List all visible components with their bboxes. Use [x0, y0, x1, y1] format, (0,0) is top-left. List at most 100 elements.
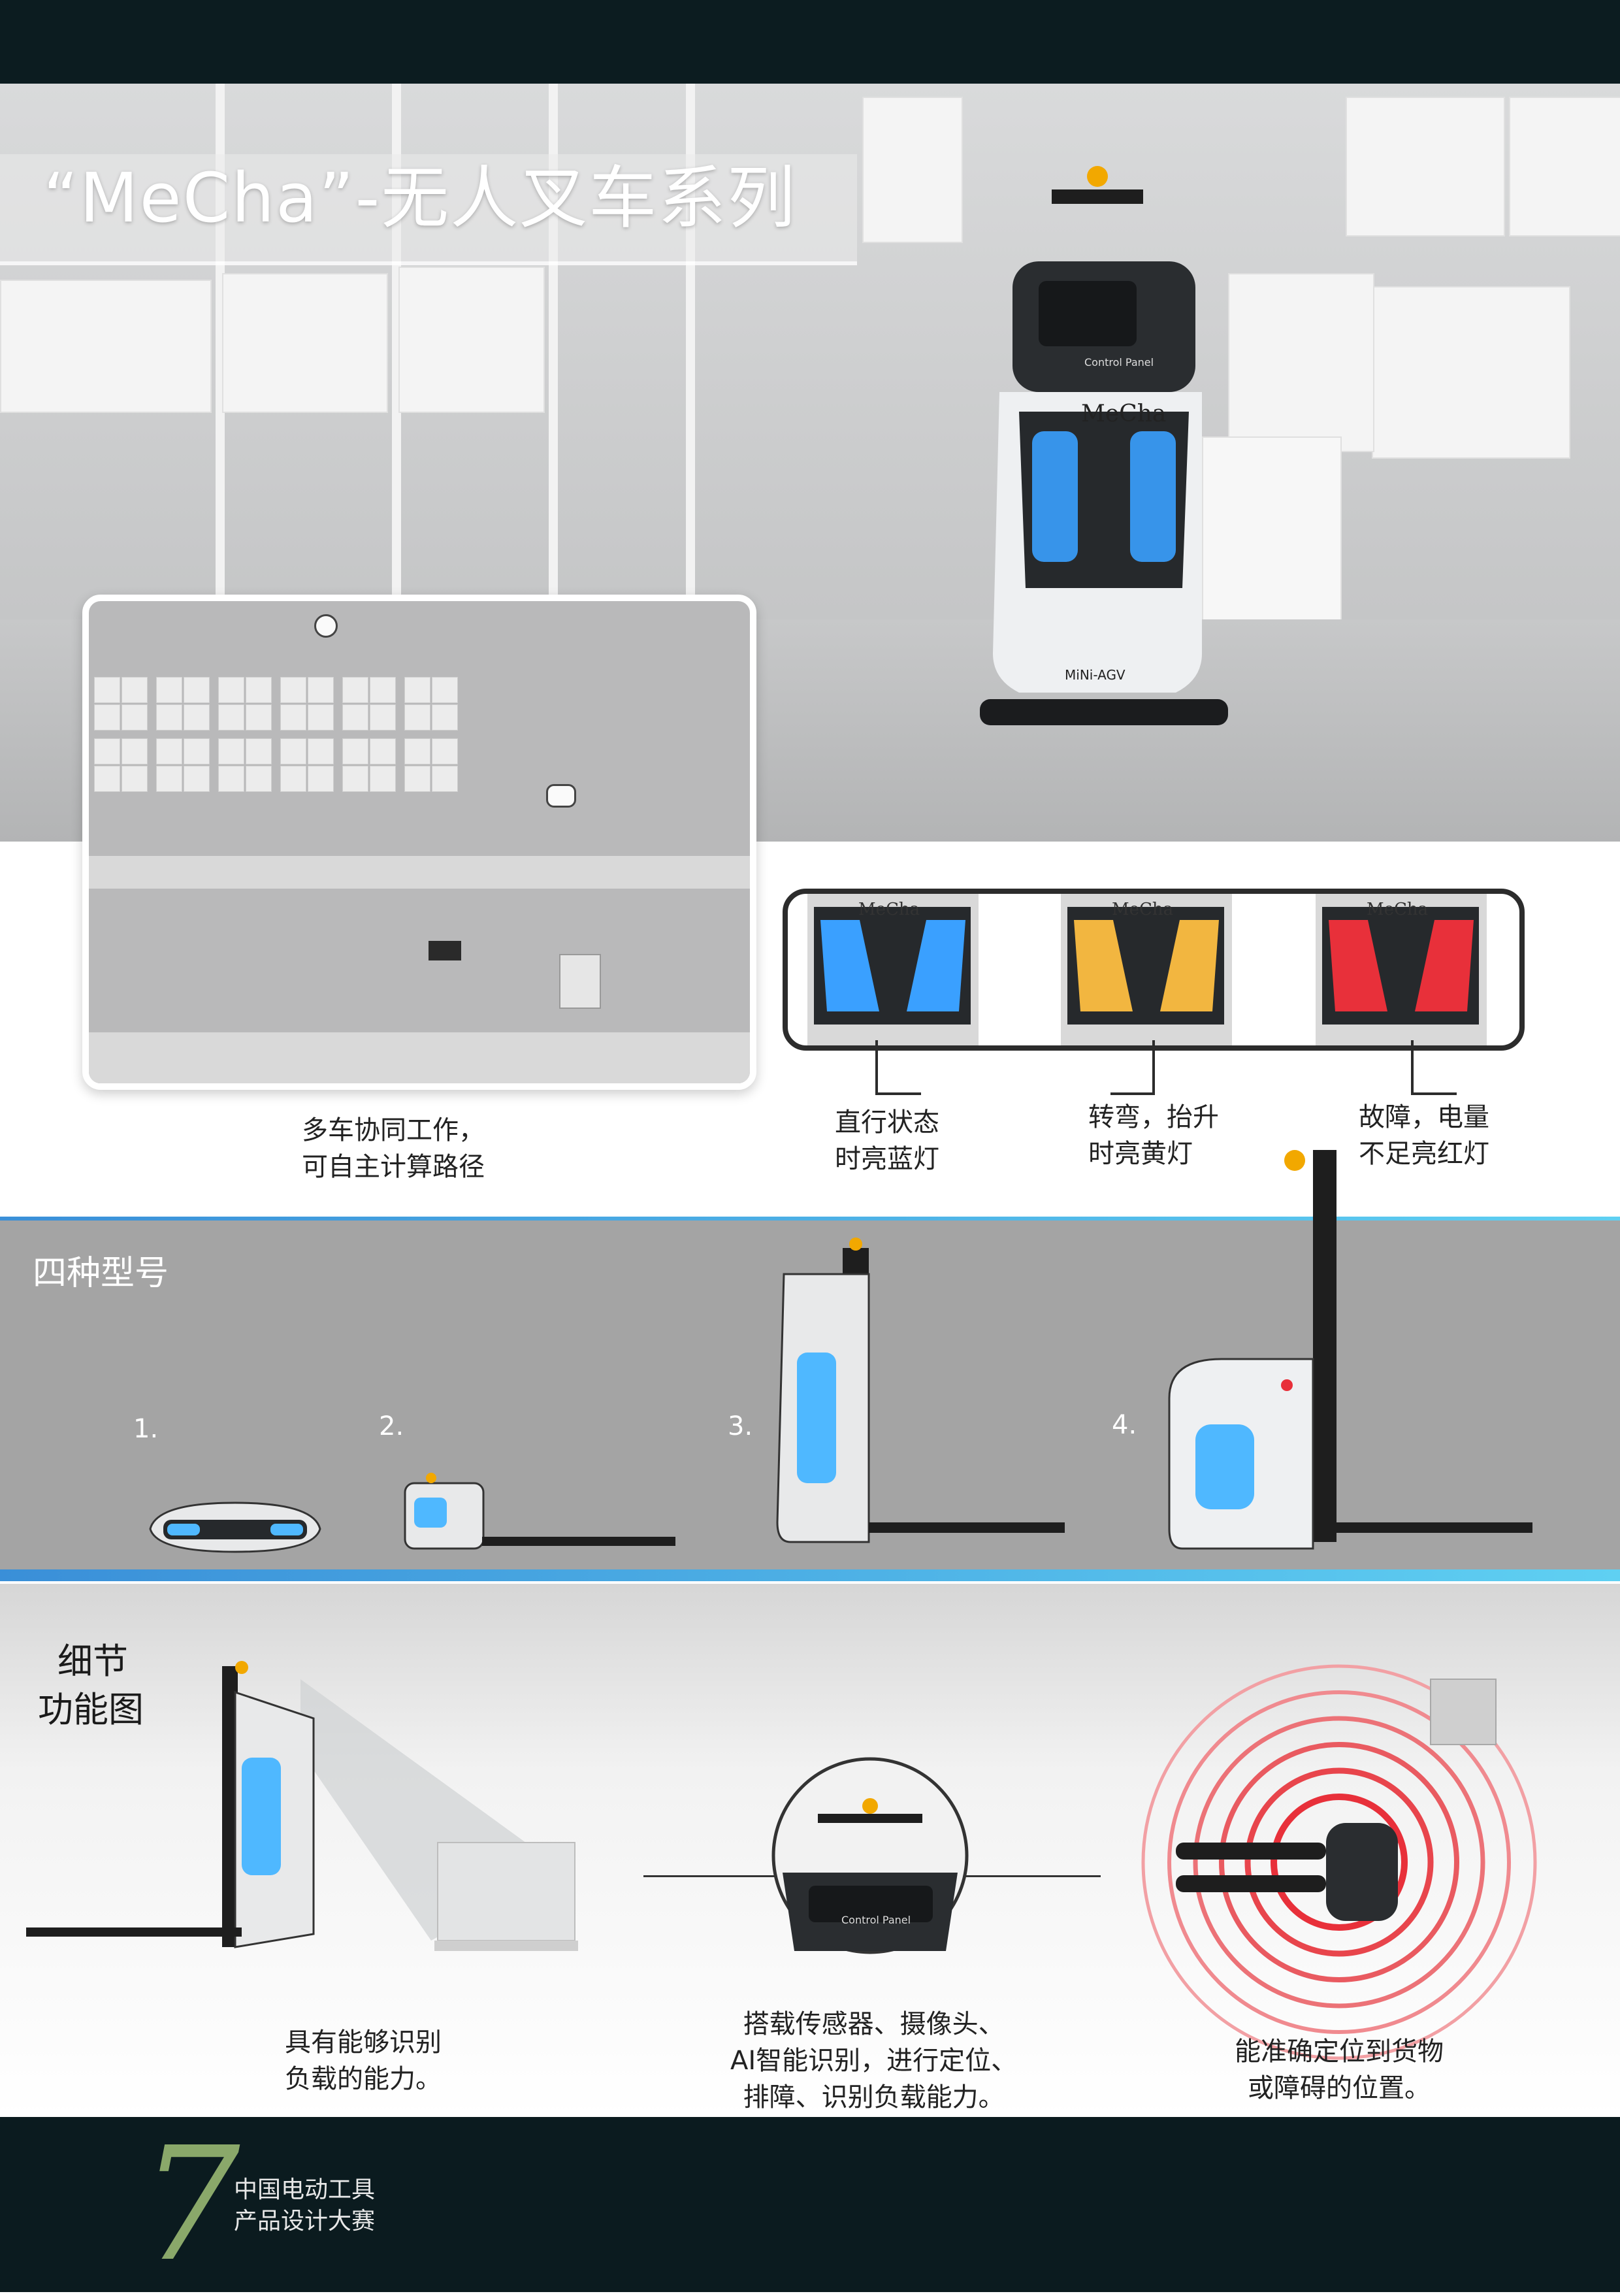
hero-model-label: MiNi-AGV [1065, 667, 1126, 683]
obstacle-box [1430, 1679, 1497, 1745]
map-storage-box [308, 738, 334, 764]
detail-title-line: 细节 [57, 1641, 128, 1682]
title-rule [0, 261, 857, 265]
map-storage-box [404, 766, 430, 792]
map-storage-box [246, 766, 272, 792]
map-storage-box [246, 738, 272, 764]
radar-positioning-image [1141, 1664, 1537, 2060]
map-storage-box [94, 677, 120, 703]
light-caption-red: 故障，电量 不足亮红灯 [1359, 1099, 1489, 1172]
map-storage-box [94, 704, 120, 730]
map-storage-box [370, 738, 396, 764]
cargo-box [862, 97, 963, 243]
leader-line [875, 1040, 878, 1095]
detail-title-line: 功能图 [38, 1689, 144, 1730]
light-brand-text: MeCha [1367, 900, 1428, 919]
detail-caption-line: 搭载传感器、摄像头、 [743, 2009, 1005, 2039]
map-storage-box [370, 766, 396, 792]
map-storage-box [280, 677, 306, 703]
light-brand-text: MeCha [858, 900, 920, 919]
cargo-box [1509, 97, 1620, 237]
light-card-blue: MeCha [807, 894, 979, 1045]
hero-agv-robot: Control Panel MeCha MiNi-AGV [980, 166, 1228, 725]
map-storage-box [156, 677, 182, 703]
map-storage-box [280, 738, 306, 764]
map-agv [546, 784, 576, 808]
light-caption-line: 不足亮红灯 [1359, 1139, 1489, 1169]
light-caption-line: 转弯，抬升 [1088, 1102, 1219, 1132]
leader-line [1411, 1040, 1414, 1095]
map-storage-box [370, 677, 396, 703]
camera-panel-label: Control Panel [841, 1914, 911, 1926]
light-caption-line: 时亮蓝灯 [835, 1144, 939, 1174]
cargo-box [0, 280, 212, 413]
cargo-box [222, 273, 388, 413]
overhead-map-image [82, 595, 756, 1090]
top-bar [0, 0, 1620, 84]
map-agv [314, 614, 338, 638]
cargo-box [1228, 273, 1374, 452]
map-storage-box [404, 704, 430, 730]
map-storage-box [404, 738, 430, 764]
models-title: 四种型号 [33, 1254, 169, 1293]
light-card-yellow: MeCha [1061, 894, 1232, 1045]
light-glow [1074, 920, 1133, 1011]
map-storage-box [218, 677, 244, 703]
map-storage-box [184, 738, 210, 764]
map-storage-box [308, 766, 334, 792]
map-storage-box [218, 738, 244, 764]
model-number: 4. [1112, 1410, 1137, 1440]
map-storage-box [122, 766, 148, 792]
map-storage-box [218, 704, 244, 730]
map-storage-box [122, 677, 148, 703]
light-card-red: MeCha [1316, 894, 1487, 1045]
map-storage-box [184, 704, 210, 730]
model-2-image [404, 1473, 675, 1550]
detail-caption-sensor: 搭载传感器、摄像头、 AI智能识别，进行定位、 排障、识别负载能力。 [730, 2006, 1017, 2116]
cargo-box [1372, 286, 1570, 459]
storage-row [89, 1032, 750, 1083]
leader-line [875, 1092, 921, 1095]
footer-logo-line: 产品设计大赛 [234, 2208, 376, 2235]
detail-caption-line: 负载的能力。 [285, 2064, 442, 2094]
leader-line [1411, 1092, 1457, 1095]
light-glow [1415, 920, 1474, 1011]
storage-row [89, 856, 750, 889]
model-number: 2. [379, 1411, 404, 1441]
detail-title: 细节 功能图 [38, 1637, 144, 1734]
map-storage-box [342, 677, 368, 703]
map-storage-box [156, 766, 182, 792]
light-caption-blue: 直行状态 时亮蓝灯 [835, 1104, 939, 1177]
map-storage-box [432, 738, 458, 764]
hero-panel-label: Control Panel [1084, 356, 1154, 369]
model-number: 1. [133, 1414, 159, 1444]
map-agv [559, 954, 601, 1009]
detail-caption-line: 能准确定位到货物 [1235, 2037, 1444, 2067]
title-panel [0, 154, 857, 261]
light-glow [1160, 920, 1219, 1011]
map-caption: 多车协同工作， 可自主计算路径 [302, 1112, 485, 1185]
map-storage-box [432, 766, 458, 792]
map-storage-box [94, 738, 120, 764]
accent-line [0, 1569, 1620, 1581]
map-caption-line: 多车协同工作， [302, 1115, 485, 1145]
cargo-load [437, 1842, 575, 1941]
detail-caption-position: 能准确定位到货物 或障碍的位置。 [1235, 2033, 1444, 2107]
light-caption-line: 故障，电量 [1359, 1102, 1489, 1132]
camera-closeup: Control Panel [771, 1757, 969, 1954]
page-title: “MeCha”-无人叉车系列 [43, 158, 797, 238]
map-storage-box [432, 677, 458, 703]
model-4-image [1168, 1150, 1532, 1550]
map-storage-box [370, 704, 396, 730]
footer-logo-numeral: 7 [140, 2113, 240, 2296]
light-brand-text: MeCha [1112, 900, 1173, 919]
map-storage-box [280, 704, 306, 730]
detail-caption-line: 排障、识别负载能力。 [743, 2082, 1005, 2112]
map-caption-line: 可自主计算路径 [302, 1152, 485, 1182]
model-1-image [149, 1501, 321, 1553]
map-storage-box [246, 704, 272, 730]
map-storage-box [432, 704, 458, 730]
detection-scene [26, 1661, 578, 1951]
map-storage-box [404, 677, 430, 703]
map-storage-box [308, 704, 334, 730]
